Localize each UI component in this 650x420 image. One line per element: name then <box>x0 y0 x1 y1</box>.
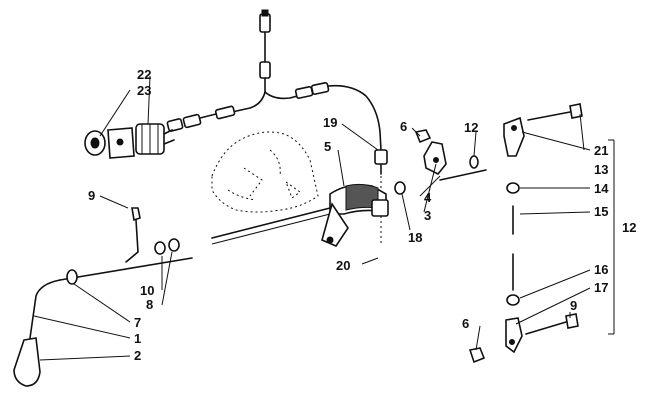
wiring-harness <box>166 9 388 246</box>
callout-6-upper: 6 <box>400 119 407 134</box>
link-plate <box>414 129 487 181</box>
callout-21: 20 <box>336 258 350 273</box>
rod-assembly <box>468 103 615 364</box>
callout-18: 17 <box>594 280 608 295</box>
callout-17: 16 <box>594 262 608 277</box>
callout-13: 12 <box>622 220 636 235</box>
callout-12: 12 <box>464 120 478 135</box>
callout-4: 4 <box>424 190 432 205</box>
callout-16: 15 <box>594 204 608 219</box>
callout-1: 1 <box>134 331 141 346</box>
callout-10: 9 <box>570 298 577 313</box>
switch-assembly <box>84 123 175 159</box>
callout-labels: 22 23 19 5 6 12 21 13 14 15 12 4 3 18 20… <box>88 67 636 363</box>
callout-2: 2 <box>134 348 141 363</box>
callout-24: 23 <box>137 83 151 98</box>
callout-15: 14 <box>594 181 609 196</box>
callout-22: 21 <box>594 143 608 158</box>
callout-11: 10 <box>140 283 154 298</box>
callout-3: 3 <box>424 208 431 223</box>
callout-5: 5 <box>324 139 331 154</box>
callout-8: 8 <box>146 297 153 312</box>
callout-6-lower: 6 <box>462 316 469 331</box>
throttle-shaft <box>211 181 406 247</box>
callout-20: 19 <box>323 115 337 130</box>
leader-lines <box>33 75 591 361</box>
hand-lever <box>13 207 193 387</box>
callout-19: 18 <box>408 230 422 245</box>
callout-23: 22 <box>137 67 151 82</box>
throttle-housing <box>211 131 319 213</box>
callout-9: 9 <box>88 188 95 203</box>
callout-14: 13 <box>594 162 608 177</box>
callout-7: 7 <box>134 315 141 330</box>
